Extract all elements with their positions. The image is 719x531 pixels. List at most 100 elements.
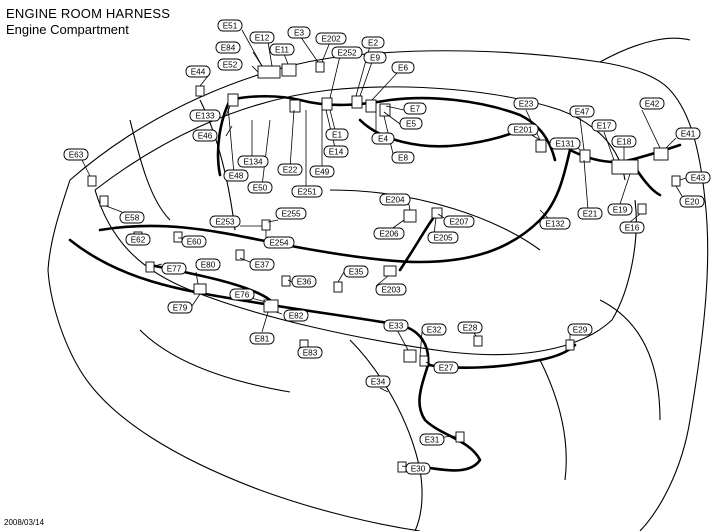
label-E206: E206 bbox=[373, 227, 405, 240]
label-E42: E42 bbox=[639, 97, 665, 110]
label-E46-text: E46 bbox=[198, 132, 213, 141]
label-E47-text: E47 bbox=[575, 108, 590, 117]
diagram-title: ENGINE ROOM HARNESS bbox=[6, 6, 171, 21]
label-E133: E133 bbox=[189, 109, 221, 122]
connector-glyphs bbox=[87, 61, 681, 473]
label-E203: E203 bbox=[375, 283, 407, 296]
label-E81-text: E81 bbox=[255, 335, 270, 344]
label-E5: E5 bbox=[399, 117, 423, 130]
label-E23-text: E23 bbox=[519, 100, 534, 109]
label-E3-text: E3 bbox=[294, 29, 304, 38]
label-E19: E19 bbox=[607, 203, 633, 216]
label-E83: E83 bbox=[297, 346, 323, 359]
label-E7: E7 bbox=[403, 102, 427, 115]
leader-lines bbox=[81, 29, 687, 469]
label-E62-text: E62 bbox=[131, 236, 146, 245]
label-E81: E81 bbox=[249, 332, 275, 345]
label-E43: E43 bbox=[685, 171, 711, 184]
label-E62: E62 bbox=[125, 233, 151, 246]
label-E82-text: E82 bbox=[289, 312, 304, 321]
label-E18-text: E18 bbox=[617, 138, 632, 147]
label-E22: E22 bbox=[277, 163, 303, 176]
label-E52-text: E52 bbox=[223, 61, 238, 70]
label-E76: E76 bbox=[229, 288, 255, 301]
label-E12: E12 bbox=[249, 31, 275, 44]
label-E205: E205 bbox=[427, 231, 459, 244]
label-E255-text: E255 bbox=[281, 210, 301, 219]
label-E18: E18 bbox=[611, 135, 637, 148]
label-E201: E201 bbox=[507, 123, 539, 136]
label-E6: E6 bbox=[391, 61, 415, 74]
label-E83-text: E83 bbox=[303, 349, 318, 358]
label-E14: E14 bbox=[323, 145, 349, 158]
label-E207-text: E207 bbox=[449, 218, 469, 227]
label-E80-text: E80 bbox=[201, 261, 216, 270]
label-E43-text: E43 bbox=[691, 174, 706, 183]
label-E4-text: E4 bbox=[378, 135, 388, 144]
label-E34: E34 bbox=[365, 375, 391, 388]
label-E9-text: E9 bbox=[370, 54, 380, 63]
label-E11-text: E11 bbox=[275, 46, 289, 55]
label-E79-text: E79 bbox=[173, 304, 188, 313]
label-E16-text: E16 bbox=[625, 224, 640, 233]
label-E23: E23 bbox=[513, 97, 539, 110]
label-E202: E202 bbox=[315, 32, 347, 45]
label-E20-text: E20 bbox=[685, 198, 700, 207]
label-E33-text: E33 bbox=[389, 322, 404, 331]
label-E22-text: E22 bbox=[283, 166, 298, 175]
label-E32-text: E32 bbox=[427, 326, 442, 335]
label-E41-text: E41 bbox=[681, 130, 696, 139]
label-E14-text: E14 bbox=[329, 148, 344, 157]
label-E3: E3 bbox=[287, 26, 311, 39]
label-E255: E255 bbox=[275, 207, 307, 220]
label-E28: E28 bbox=[457, 321, 483, 334]
label-E52: E52 bbox=[217, 58, 243, 71]
label-E132-text: E132 bbox=[545, 220, 565, 229]
label-E1-text: E1 bbox=[332, 131, 342, 140]
label-E132: E132 bbox=[539, 217, 571, 230]
label-E77-text: E77 bbox=[167, 265, 182, 274]
label-E31-text: E31 bbox=[425, 436, 440, 445]
label-E253: E253 bbox=[209, 215, 241, 228]
label-E201-text: E201 bbox=[513, 126, 533, 135]
diagram-date: 2008/03/14 bbox=[4, 518, 45, 527]
label-E8-text: E8 bbox=[398, 154, 408, 163]
label-E37-text: E37 bbox=[255, 261, 270, 270]
label-E76-text: E76 bbox=[235, 291, 250, 300]
label-E5-text: E5 bbox=[406, 120, 416, 129]
label-E63-text: E63 bbox=[69, 151, 84, 160]
label-E17: E17 bbox=[591, 119, 617, 132]
label-E203-text: E203 bbox=[381, 286, 401, 295]
label-E204-text: E204 bbox=[385, 196, 405, 205]
label-E49: E49 bbox=[309, 165, 335, 178]
label-E133-text: E133 bbox=[195, 112, 215, 121]
label-E82: E82 bbox=[283, 309, 309, 322]
label-E51-text: E51 bbox=[223, 22, 238, 31]
label-E16: E16 bbox=[619, 221, 645, 234]
label-E29: E29 bbox=[567, 323, 593, 336]
label-E63: E63 bbox=[63, 148, 89, 161]
label-E58-text: E58 bbox=[125, 214, 140, 223]
label-E84: E84 bbox=[215, 41, 241, 54]
label-E253-text: E253 bbox=[215, 218, 235, 227]
label-E21: E21 bbox=[577, 207, 603, 220]
label-E35: E35 bbox=[343, 265, 369, 278]
label-E251: E251 bbox=[291, 185, 323, 198]
label-E84-text: E84 bbox=[221, 44, 236, 53]
vehicle-body bbox=[47, 37, 709, 531]
label-E30: E30 bbox=[405, 462, 431, 475]
diagram-subtitle: Engine Compartment bbox=[6, 22, 129, 37]
label-E205-text: E205 bbox=[433, 234, 453, 243]
label-E131: E131 bbox=[549, 137, 581, 150]
label-E30-text: E30 bbox=[411, 465, 426, 474]
label-E77: E77 bbox=[161, 262, 187, 275]
label-E4: E4 bbox=[371, 132, 395, 145]
label-E33: E33 bbox=[383, 319, 409, 332]
label-E207: E207 bbox=[443, 215, 475, 228]
label-E7-text: E7 bbox=[410, 105, 420, 114]
label-E34-text: E34 bbox=[371, 378, 386, 387]
label-E60-text: E60 bbox=[187, 238, 202, 247]
label-E27: E27 bbox=[433, 361, 459, 374]
label-E1: E1 bbox=[325, 128, 349, 141]
